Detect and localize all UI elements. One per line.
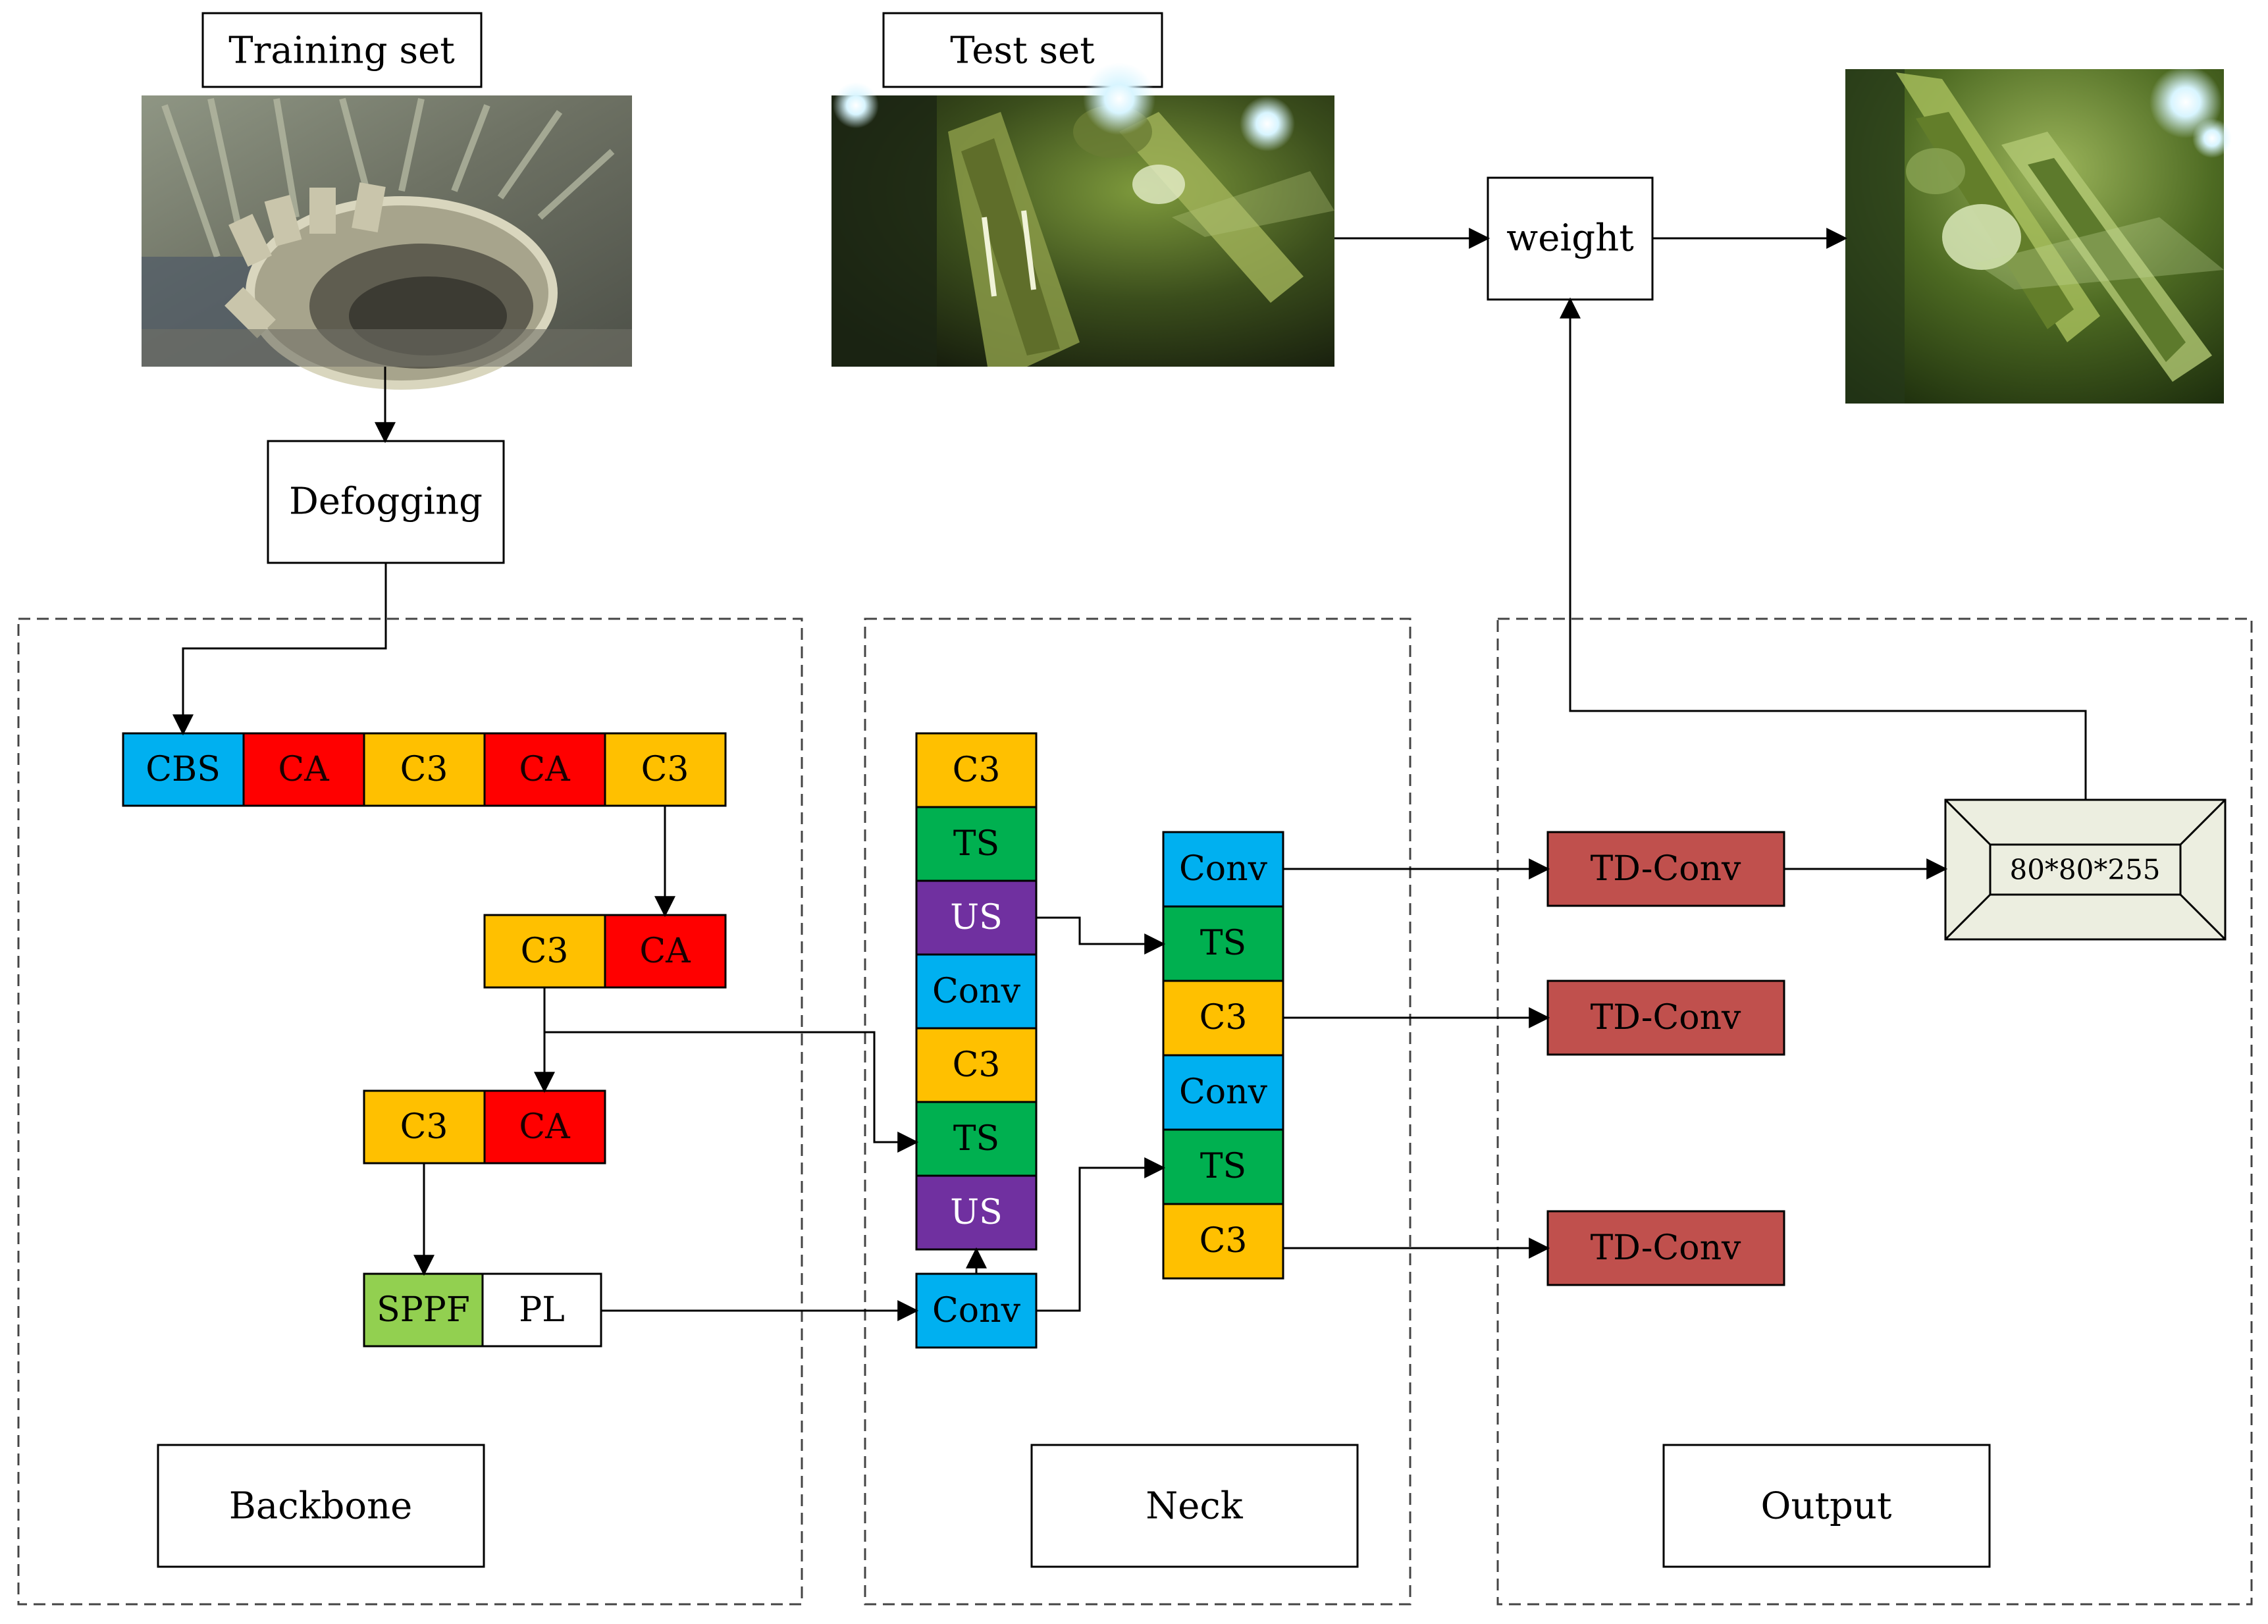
svg-text:SPPF: SPPF: [377, 1290, 470, 1330]
backbone-caption: Backbone: [157, 1444, 485, 1568]
svg-text:C3: C3: [953, 1045, 1001, 1085]
neck-section: [864, 617, 1411, 1606]
td-conv-2: TD-Conv: [1546, 980, 1785, 1056]
svg-text:Defogging: Defogging: [289, 481, 483, 523]
backbone-row-4: SPPF PL: [363, 1272, 602, 1348]
backbone-cell-pl: PL: [481, 1272, 602, 1348]
output-tensor: 80*80*255: [1944, 799, 2227, 941]
svg-text:weight: weight: [1506, 217, 1634, 260]
svg-text:CBS: CBS: [145, 750, 221, 789]
svg-text:Test set: Test set: [950, 30, 1095, 72]
backbone-cell-ca: CA: [604, 914, 727, 989]
neck-cell-ts: TS: [1162, 905, 1284, 982]
backbone-row-3: C3 CA: [363, 1089, 606, 1165]
svg-text:Conv: Conv: [1179, 1072, 1268, 1112]
neck-cell-conv: Conv: [1162, 831, 1284, 908]
neck-cell-c3: C3: [1162, 1203, 1284, 1280]
backbone-cell-sppf: SPPF: [363, 1272, 484, 1348]
arrow-defogging-to-cbs: [172, 563, 387, 736]
neck-bottom-conv: Conv: [915, 1272, 1038, 1349]
svg-text:Output: Output: [1761, 1485, 1892, 1528]
neck-cell-ts: TS: [1162, 1128, 1284, 1205]
svg-text:US: US: [950, 1193, 1002, 1232]
weight-box: weight: [1487, 176, 1654, 301]
defogging-box: Defogging: [267, 440, 505, 564]
neck-cell-c3: C3: [915, 1027, 1038, 1103]
svg-text:CA: CA: [639, 931, 691, 971]
svg-text:TS: TS: [953, 1119, 999, 1159]
td-conv-1: TD-Conv: [1546, 831, 1785, 907]
arrow-us-to-right-ts: [1036, 916, 1166, 955]
backbone-cell-ca: CA: [242, 732, 365, 807]
svg-text:C3: C3: [953, 750, 1001, 790]
svg-text:CA: CA: [519, 750, 571, 789]
svg-text:Conv: Conv: [932, 972, 1021, 1011]
neck-cell-conv: Conv: [1162, 1054, 1284, 1131]
neck-cell-ts: TS: [915, 806, 1038, 882]
svg-text:Conv: Conv: [932, 1291, 1021, 1330]
backbone-cell-c3: C3: [604, 732, 727, 807]
svg-text:PL: PL: [519, 1290, 565, 1330]
training-image: [142, 95, 632, 390]
svg-text:Neck: Neck: [1146, 1485, 1244, 1528]
svg-text:Conv: Conv: [1179, 849, 1268, 889]
output-caption: Output: [1662, 1444, 1991, 1568]
neck-right-stack: Conv TS C3 Conv TS C3: [1162, 831, 1284, 1280]
arrow-conv-to-right-ts: [1036, 1157, 1166, 1312]
svg-text:TD-Conv: TD-Conv: [1591, 1228, 1741, 1268]
backbone-cell-c3: C3: [483, 914, 606, 989]
svg-text:C3: C3: [521, 931, 569, 971]
test-image: [831, 63, 1334, 367]
neck-cell-conv: Conv: [915, 953, 1038, 1030]
svg-text:TD-Conv: TD-Conv: [1591, 998, 1741, 1037]
svg-text:C3: C3: [1200, 1221, 1248, 1261]
backbone-cell-ca: CA: [483, 732, 606, 807]
svg-text:TS: TS: [1200, 924, 1246, 963]
backbone-cell-ca: CA: [483, 1089, 606, 1165]
neck-caption: Neck: [1030, 1444, 1359, 1568]
backbone-cell-c3: C3: [363, 1089, 486, 1165]
svg-text:CA: CA: [278, 750, 330, 789]
svg-text:C3: C3: [400, 1107, 448, 1147]
arrow-row2-to-neck-ts: [544, 1031, 919, 1153]
td-conv-3: TD-Conv: [1546, 1210, 1785, 1286]
training-set-label: Training set: [201, 12, 483, 88]
svg-text:TD-Conv: TD-Conv: [1591, 849, 1741, 889]
neck-cell-us: US: [915, 879, 1038, 956]
svg-text:Backbone: Backbone: [229, 1485, 413, 1528]
backbone-row-1: CBS CA C3 CA C3: [122, 732, 727, 807]
backbone-cell-c3: C3: [363, 732, 486, 807]
neck-cell-us: US: [915, 1174, 1038, 1251]
output-image: [1845, 66, 2232, 404]
svg-text:C3: C3: [400, 750, 448, 789]
backbone-row-2: C3 CA: [483, 914, 727, 989]
backbone-cell-cbs: CBS: [122, 732, 245, 807]
svg-text:CA: CA: [519, 1107, 571, 1147]
svg-text:TS: TS: [953, 824, 999, 864]
neck-cell-ts: TS: [915, 1101, 1038, 1177]
svg-text:C3: C3: [641, 750, 689, 789]
neck-left-stack: C3 TS US Conv C3 TS US: [915, 732, 1038, 1251]
svg-text:Training set: Training set: [228, 30, 455, 72]
backbone-section: [17, 617, 803, 1606]
neck-cell-c3: C3: [1162, 980, 1284, 1057]
svg-text:US: US: [950, 898, 1002, 937]
output-section: [1496, 617, 2253, 1606]
svg-text:C3: C3: [1200, 998, 1248, 1037]
svg-text:80*80*255: 80*80*255: [2009, 854, 2160, 886]
neck-cell-c3: C3: [915, 732, 1038, 808]
svg-text:TS: TS: [1200, 1147, 1246, 1186]
connectors: [172, 228, 2087, 1321]
arrow-tensor-to-weight: [1560, 297, 2087, 800]
